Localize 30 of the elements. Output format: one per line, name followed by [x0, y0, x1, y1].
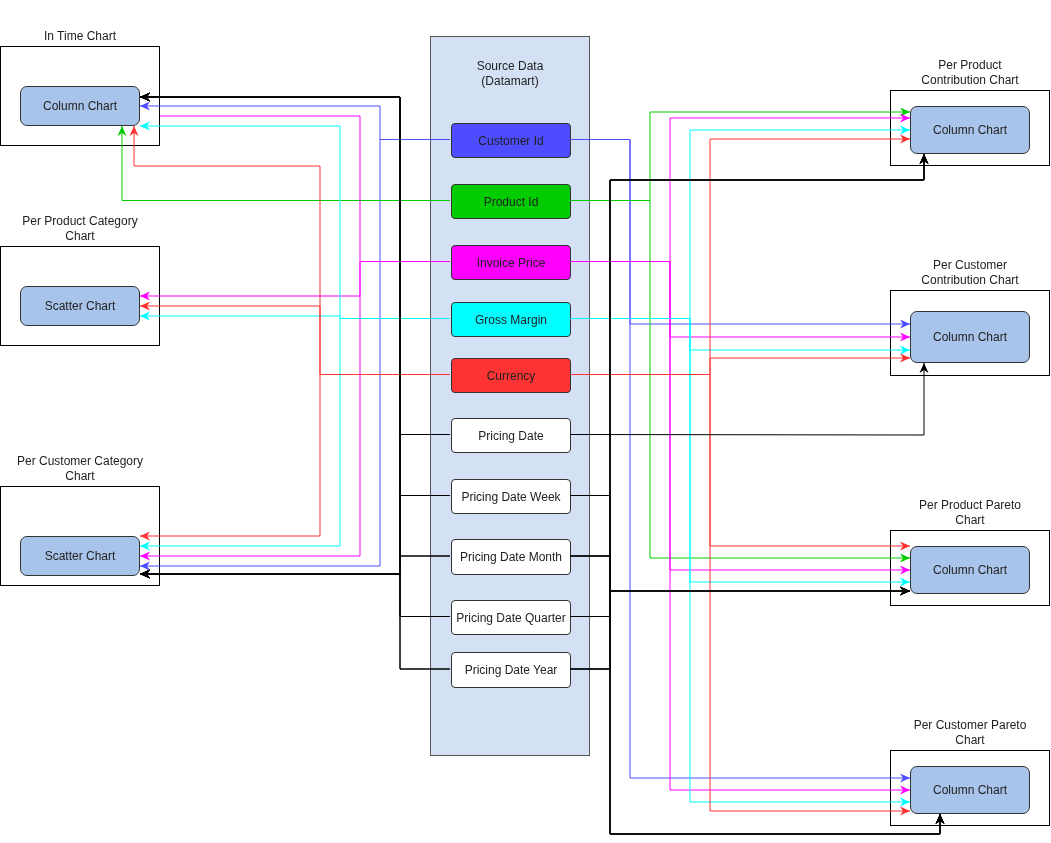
- chart-title: Per Customer Category Chart: [15, 454, 144, 484]
- chart-title: Per Customer Contribution Chart: [920, 258, 1020, 288]
- arrow: [139, 569, 451, 670]
- panel-title: Source Data (Datamart): [475, 59, 545, 89]
- data-field-box: Currency: [451, 358, 571, 393]
- data-field-box: Pricing Date: [451, 418, 571, 453]
- chart-box: Column Chart: [910, 766, 1030, 814]
- data-field-box: Product Id: [451, 184, 571, 219]
- chart-box: Column Chart: [910, 311, 1030, 363]
- chart-box: Scatter Chart: [20, 286, 140, 326]
- chart-box: Column Chart: [20, 86, 140, 126]
- data-field-box: Pricing Date Week: [451, 479, 571, 514]
- chart-title: Per Customer Pareto Chart: [912, 718, 1028, 748]
- chart-title: Per Product Pareto Chart: [917, 498, 1023, 528]
- arrow: [569, 362, 929, 436]
- arrow: [569, 668, 945, 835]
- data-field-box: Pricing Date Month: [451, 539, 571, 575]
- data-field-box: Invoice Price: [451, 245, 571, 280]
- chart-title: In Time Chart: [44, 29, 116, 44]
- chart-box: Column Chart: [910, 106, 1030, 154]
- data-field-box: Pricing Date Quarter: [451, 600, 571, 635]
- data-field-box: Gross Margin: [451, 302, 571, 337]
- arrow: [117, 125, 451, 201]
- source-data-panel: [430, 36, 590, 756]
- chart-title: Per Product Category Chart: [21, 214, 139, 244]
- chart-title: Per Product Contribution Chart: [920, 58, 1020, 88]
- chart-box: Column Chart: [910, 546, 1030, 594]
- data-field-box: Pricing Date Year: [451, 652, 571, 688]
- chart-box: Scatter Chart: [20, 536, 140, 576]
- data-field-box: Customer Id: [451, 123, 571, 158]
